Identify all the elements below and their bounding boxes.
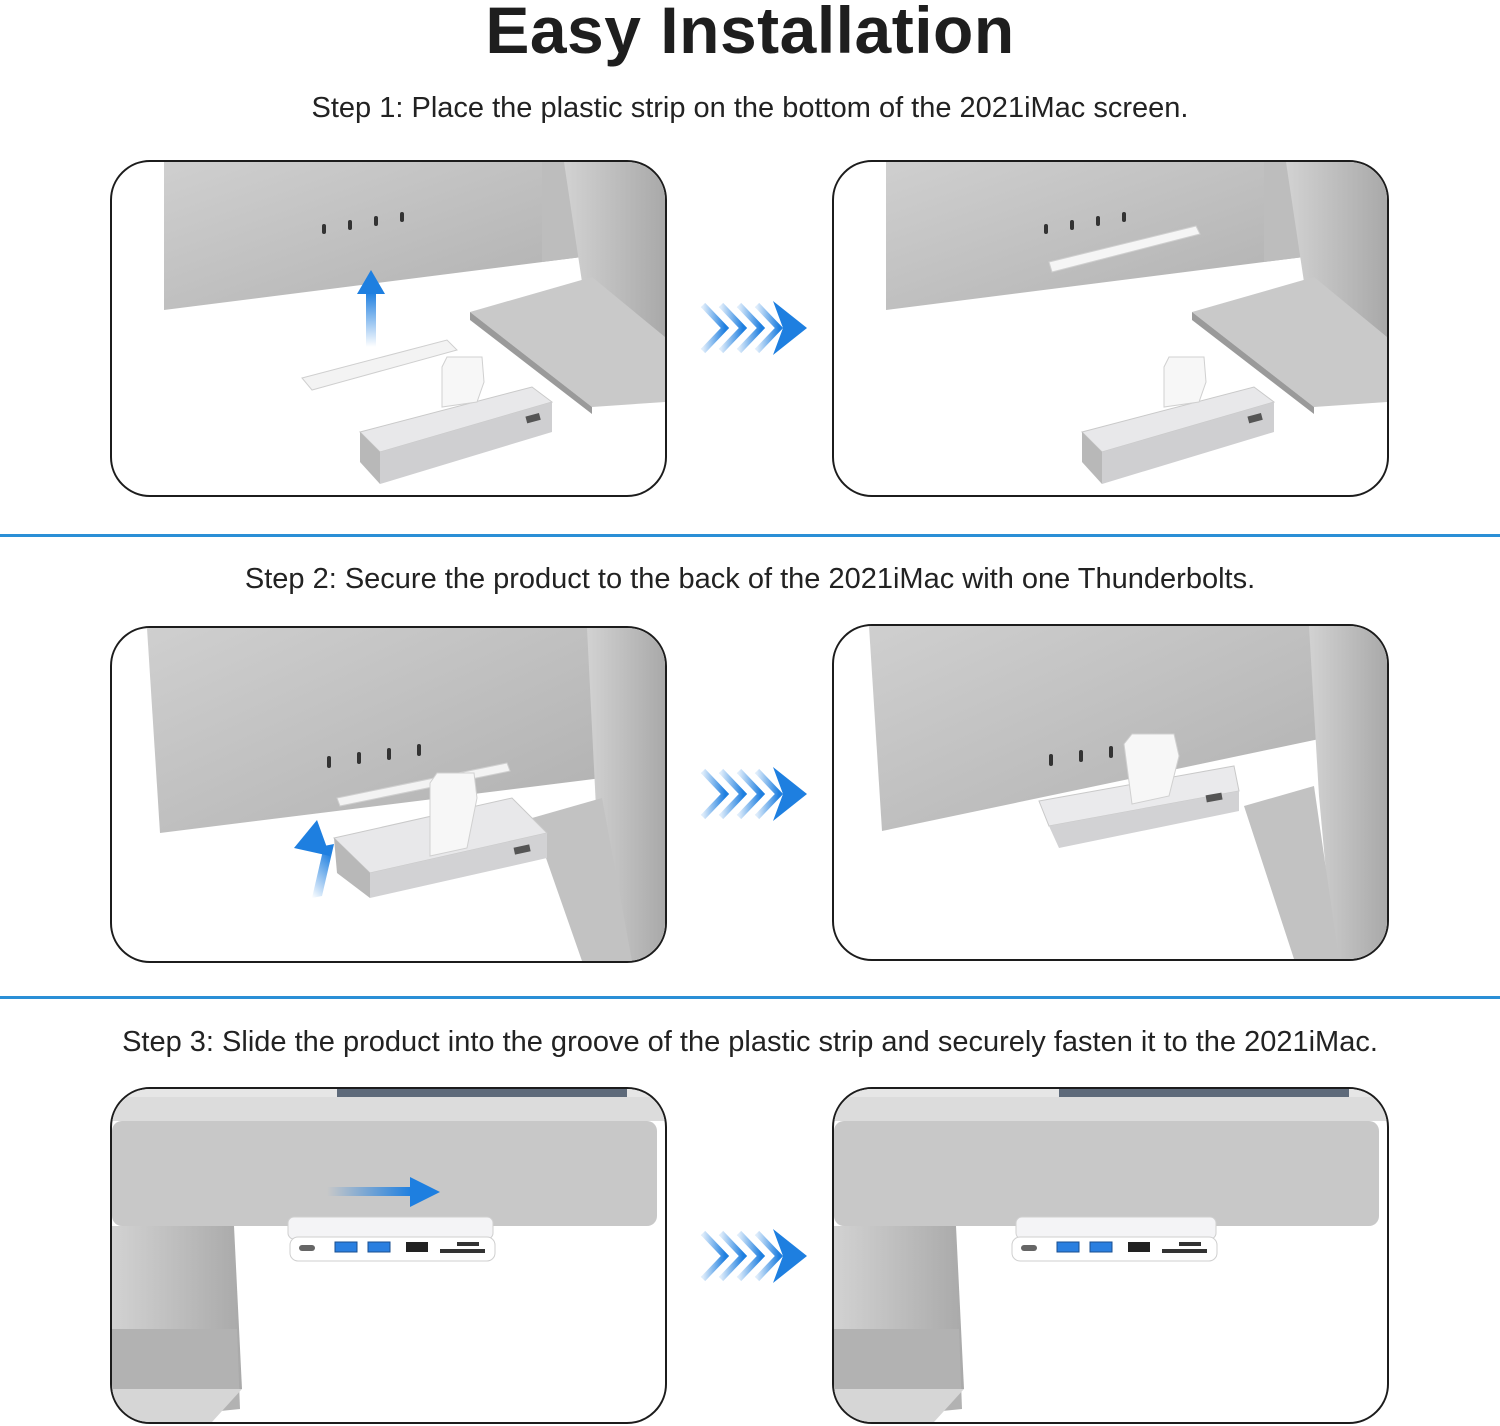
right-arrow-icon bbox=[327, 1177, 440, 1207]
section-divider-1 bbox=[0, 534, 1500, 537]
plastic-strip bbox=[301, 339, 458, 391]
section-divider-2 bbox=[0, 996, 1500, 999]
imac-stand bbox=[1192, 162, 1387, 414]
imac-stand bbox=[470, 162, 665, 414]
usb-hub bbox=[332, 772, 548, 898]
step-1-after-illustration bbox=[832, 160, 1389, 497]
chevron-arrows-icon bbox=[697, 1221, 809, 1291]
usb-hub-front bbox=[1011, 1216, 1218, 1262]
imac-stand bbox=[532, 628, 665, 961]
usb-hub-front bbox=[287, 1216, 496, 1262]
step-3-after-illustration bbox=[832, 1087, 1389, 1424]
imac-ports bbox=[322, 212, 404, 234]
step-2-caption: Step 2: Secure the product to the back o… bbox=[244, 563, 1256, 595]
imac-ports bbox=[1049, 746, 1113, 766]
imac-stand bbox=[1244, 626, 1387, 959]
step-3-before-illustration bbox=[110, 1087, 667, 1424]
imac-chin bbox=[112, 1089, 665, 1226]
step-1-caption: Step 1: Place the plastic strip on the b… bbox=[311, 92, 1189, 124]
step-2-before-illustration bbox=[110, 626, 667, 963]
diagonal-arrow-icon bbox=[294, 820, 334, 898]
page-title: Easy Installation bbox=[485, 0, 1015, 67]
imac-stand bbox=[834, 1226, 964, 1422]
imac-screen bbox=[147, 628, 602, 833]
imac-screen bbox=[869, 626, 1324, 831]
imac-screen bbox=[886, 162, 1304, 310]
imac-stand bbox=[112, 1226, 242, 1422]
chevron-arrows-icon bbox=[697, 293, 809, 363]
step-2-after-illustration bbox=[832, 624, 1389, 961]
usb-hub bbox=[1038, 733, 1240, 848]
up-arrow-icon bbox=[357, 270, 385, 347]
usb-hub bbox=[359, 356, 554, 484]
plastic-strip-attached bbox=[1048, 225, 1201, 273]
imac-ports bbox=[327, 744, 421, 768]
step-3-caption: Step 3: Slide the product into the groov… bbox=[122, 1026, 1378, 1058]
usb-hub bbox=[1081, 356, 1276, 484]
step-1-before-illustration bbox=[110, 160, 667, 497]
imac-chin bbox=[834, 1089, 1387, 1226]
imac-ports bbox=[1044, 212, 1126, 234]
chevron-arrows-icon bbox=[697, 759, 809, 829]
